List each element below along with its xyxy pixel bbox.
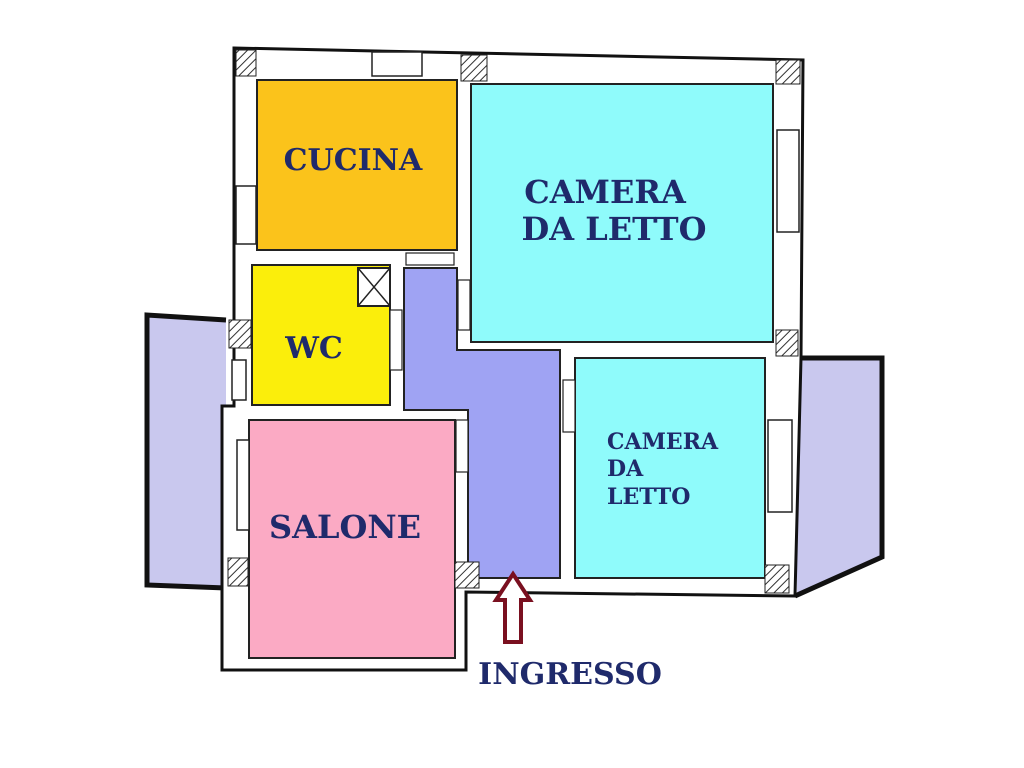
entrance-arrow-icon (492, 570, 534, 644)
wall-pillars (227, 49, 801, 594)
label-cucina: CUCINA (284, 143, 423, 178)
label-salone: SALONE (269, 508, 421, 546)
balcony-right (797, 358, 882, 595)
label-wc: WC (284, 331, 343, 366)
vent-shaft (357, 267, 391, 307)
room-corridoio (403, 267, 561, 579)
room-camera-1 (470, 83, 774, 343)
doors (389, 252, 576, 473)
label-camera-1-line2: DA LETTO (522, 210, 707, 248)
label-camera-2-line2: DA (607, 456, 644, 482)
room-camera-2 (574, 357, 766, 579)
room-salone (248, 419, 456, 659)
windows (231, 51, 800, 531)
label-camera-2-line1: CAMERA (607, 429, 719, 455)
balcony-left (147, 315, 226, 588)
label-camera-2-line3: LETTO (607, 484, 690, 510)
balcony-left-outline (144, 312, 227, 591)
room-cucina (256, 79, 458, 251)
balcony-right-outline (793, 355, 885, 599)
label-ingresso: INGRESSO (478, 657, 662, 692)
label-camera-1-line1: CAMERA (524, 173, 687, 211)
